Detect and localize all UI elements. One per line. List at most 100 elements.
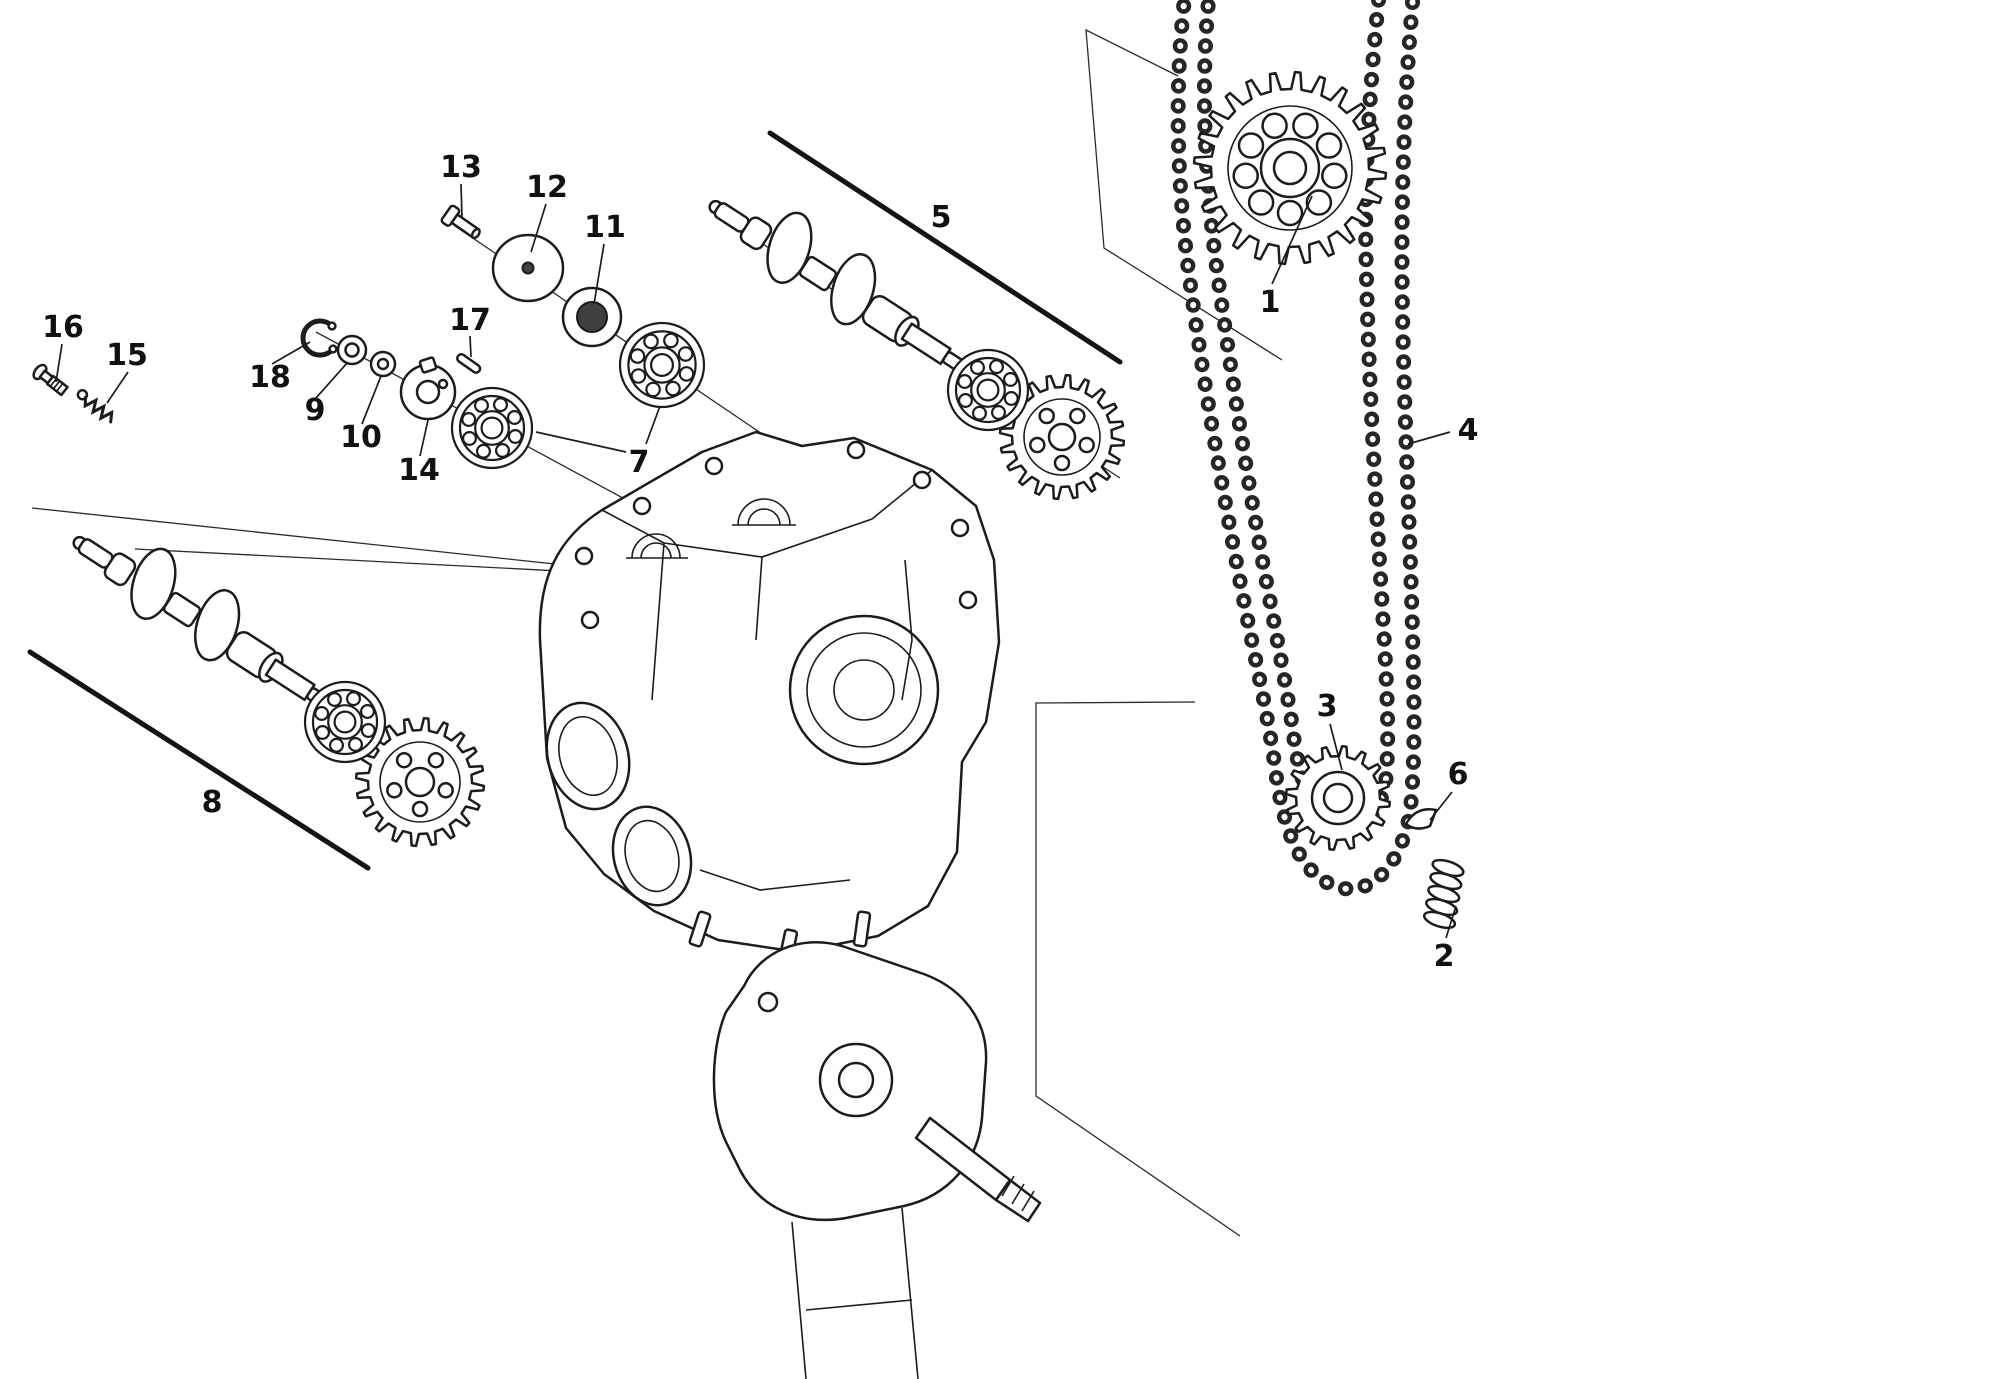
ball-bearing-left bbox=[450, 386, 534, 470]
combustion-bore-detail bbox=[833, 659, 895, 721]
part-label-15: 15 bbox=[106, 338, 148, 373]
leader-14 bbox=[419, 419, 429, 457]
chain-outer-row-holes bbox=[1175, 0, 1417, 892]
camshaft-sprocket-lower-bore bbox=[404, 766, 436, 798]
camshaft-sprocket-lower-circle bbox=[379, 741, 461, 823]
leader-12 bbox=[530, 203, 547, 253]
camshaft-sprocket-upper-holes bbox=[1029, 407, 1095, 472]
tensioner-spring-screw bbox=[76, 389, 114, 424]
head-bolt-hole bbox=[958, 590, 978, 610]
camshaft-sprocket-lower-holes bbox=[386, 751, 454, 818]
part-label-2: 2 bbox=[1434, 939, 1455, 974]
leader-1 bbox=[1271, 195, 1313, 285]
leader-13 bbox=[460, 183, 463, 219]
head-port-boss-2-inner bbox=[624, 819, 680, 893]
sprocket-large-lightening-holes bbox=[1232, 112, 1348, 227]
head-bolt-hole bbox=[704, 456, 724, 476]
cam-end-hub bbox=[399, 356, 457, 421]
part-label-3: 3 bbox=[1317, 689, 1338, 724]
end-disc-hole bbox=[521, 261, 535, 275]
part-label-9: 9 bbox=[305, 393, 326, 428]
head-bolt-hole bbox=[846, 440, 866, 460]
part-label-5: 5 bbox=[931, 200, 952, 235]
crankshaft bbox=[712, 941, 1042, 1379]
crank-continuation-lines bbox=[791, 1207, 919, 1379]
part-label-1: 1 bbox=[1260, 285, 1281, 320]
zone-box-bottom bbox=[1035, 701, 1241, 1237]
group-bracket-5 bbox=[767, 130, 1123, 365]
cam-end-hub-keyway bbox=[418, 356, 438, 374]
ball-bearing-lower-left bbox=[303, 680, 387, 764]
set-screw-thread-lines bbox=[49, 378, 64, 392]
part-label-8: 8 bbox=[202, 785, 223, 820]
part-label-6: 6 bbox=[1448, 757, 1469, 792]
leader-7b bbox=[645, 405, 661, 445]
set-screw-thread bbox=[45, 374, 69, 397]
head-stud bbox=[688, 910, 712, 948]
crank-shaft-threaded-tip bbox=[994, 1178, 1042, 1223]
cam-end-hub-bore bbox=[415, 379, 441, 405]
cylinder-head bbox=[538, 430, 1001, 966]
leader-3 bbox=[1329, 723, 1343, 771]
leader-11 bbox=[593, 243, 605, 305]
cam-saddle-1 bbox=[732, 498, 796, 526]
leader-6 bbox=[1429, 791, 1453, 821]
part-label-11: 11 bbox=[584, 210, 626, 245]
leader-7a bbox=[535, 431, 627, 453]
coil-spring bbox=[1422, 858, 1465, 930]
small-parts bbox=[32, 204, 1465, 930]
dowel-pin-body bbox=[456, 353, 482, 374]
part-label-18: 18 bbox=[249, 360, 291, 395]
combustion-bore-inner bbox=[806, 632, 922, 748]
head-port-boss-1 bbox=[545, 701, 631, 811]
leader-17 bbox=[469, 335, 472, 358]
leader-9 bbox=[315, 361, 349, 399]
head-port-boss-2 bbox=[611, 805, 693, 907]
head-port-boss-1-inner bbox=[558, 715, 618, 797]
camshaft-sprocket-lower bbox=[354, 716, 486, 848]
crank-thread-lines bbox=[1001, 1175, 1035, 1212]
circlip-eye bbox=[328, 344, 338, 354]
cam-saddle-2 bbox=[626, 533, 688, 559]
bolt bbox=[440, 204, 481, 240]
ball-bearing-mid bbox=[618, 321, 706, 409]
sprocket-large bbox=[1192, 70, 1388, 266]
leader-2 bbox=[1445, 905, 1457, 939]
leader-10 bbox=[361, 375, 382, 425]
set-screw bbox=[32, 363, 69, 397]
head-bolt-hole bbox=[580, 610, 600, 630]
bolt-tip bbox=[470, 227, 481, 240]
head-bolt-hole bbox=[912, 470, 932, 490]
camshaft-sprocket-upper-bore bbox=[1047, 422, 1077, 452]
leader-15 bbox=[106, 371, 129, 404]
camshaft-sprocket-upper-circle bbox=[1023, 398, 1101, 476]
crank-hub-bore bbox=[837, 1061, 875, 1099]
part-label-4: 4 bbox=[1458, 413, 1479, 448]
tensioner-spring-coils bbox=[83, 395, 114, 424]
circlip-eye bbox=[327, 321, 337, 331]
shim-bore bbox=[376, 357, 390, 371]
part-label-10: 10 bbox=[340, 420, 382, 455]
head-stud bbox=[852, 910, 872, 948]
head-bolt-hole bbox=[950, 518, 970, 538]
spring-coil bbox=[1422, 910, 1457, 930]
leader-4 bbox=[1407, 431, 1451, 445]
part-label-17: 17 bbox=[449, 303, 491, 338]
crank-sprocket-bore bbox=[1322, 782, 1354, 814]
dowel-pin bbox=[456, 353, 482, 374]
circlip bbox=[300, 318, 336, 358]
leader-lines bbox=[55, 183, 1457, 939]
camshaft-sprocket-upper bbox=[998, 373, 1126, 501]
part-labels: 1 2 3 4 5 6 7 8 9 10 11 12 13 14 15 16 1… bbox=[42, 150, 1478, 974]
ball-bearing-upper-right bbox=[946, 348, 1030, 432]
part-label-16: 16 bbox=[42, 310, 84, 345]
group-bracket-8 bbox=[27, 649, 371, 871]
part-label-12: 12 bbox=[526, 170, 568, 205]
leader-18 bbox=[271, 341, 311, 365]
washer-bore bbox=[344, 342, 360, 358]
combustion-bore-outer bbox=[788, 614, 940, 766]
head-detail-lines bbox=[651, 542, 913, 891]
bushing-bore bbox=[576, 301, 608, 333]
